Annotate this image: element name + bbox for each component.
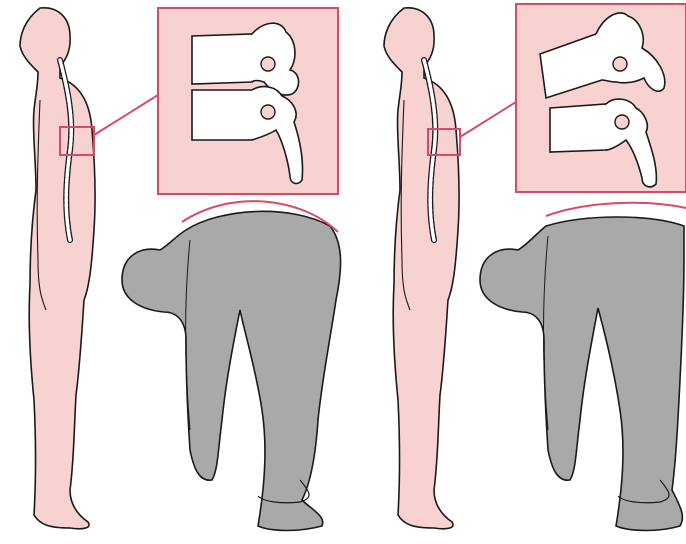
back-curve-arc-right xyxy=(546,203,686,216)
bending-figure-right xyxy=(480,217,684,531)
standing-figure-left xyxy=(20,8,95,529)
standing-figure-right xyxy=(384,8,459,529)
bending-figure-left xyxy=(122,211,341,530)
callout-line-right xyxy=(460,102,516,137)
vertebrae-inset-left xyxy=(158,8,338,194)
vertebrae-inset-right xyxy=(516,4,686,192)
callout-line-left xyxy=(94,95,158,135)
